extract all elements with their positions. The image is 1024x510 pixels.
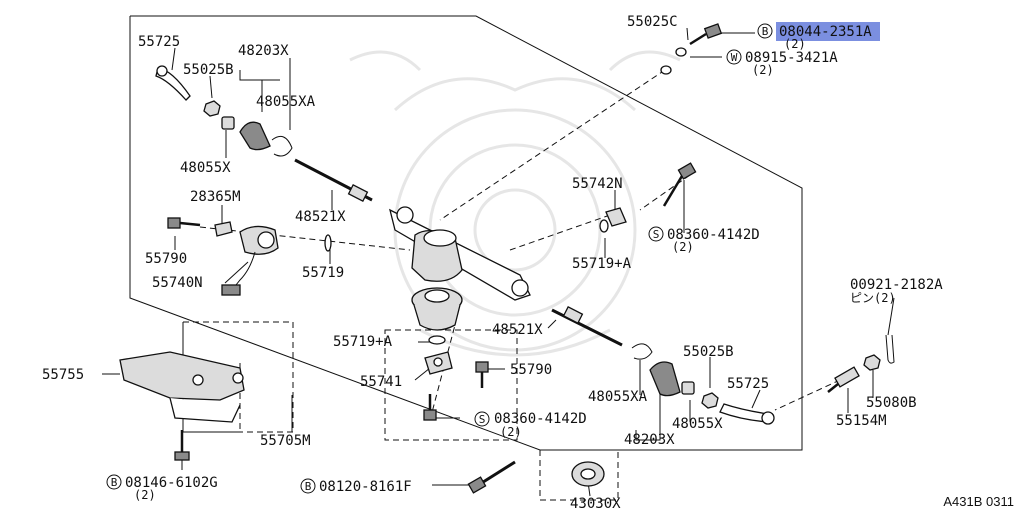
bolt-55790-left <box>167 217 201 229</box>
qty-08915: (2) <box>752 63 774 77</box>
label-48055xa-bottom: 48055XA <box>588 389 648 405</box>
label-55742n: 55742N <box>572 176 623 192</box>
label-55025b-bottom: 55025B <box>683 344 734 360</box>
actuator-55740n <box>221 225 279 296</box>
label-48055x-top: 48055X <box>180 160 231 176</box>
label-08120: 08120-8161F <box>319 479 412 495</box>
bracket-55742n <box>599 207 627 233</box>
nut-55025b-top <box>203 100 221 117</box>
bolt-08120 <box>467 460 516 494</box>
label-00921-sub: ピン(2) <box>850 291 896 305</box>
inner-rod-48521x-top <box>294 158 373 202</box>
lower-dashed-leader <box>539 450 619 501</box>
label-48055x-bottom: 48055X <box>672 416 723 432</box>
label-55790-lower: 55790 <box>510 362 552 378</box>
qty-08146: (2) <box>134 488 156 502</box>
bracket-55741 <box>424 335 453 375</box>
label-48203x-top: 48203X <box>238 43 289 59</box>
label-55740n: 55740N <box>152 275 203 291</box>
letter-circles: B W S S B B <box>106 23 773 494</box>
bolt-08044 <box>689 23 723 46</box>
label-08915: 08915-3421A <box>745 50 838 66</box>
svg-text:W: W <box>731 51 738 64</box>
label-08044: 08044-2351A <box>779 24 872 40</box>
washer-55719 <box>324 234 332 252</box>
svg-text:B: B <box>762 25 769 38</box>
label-48521x-top: 48521X <box>295 209 346 225</box>
gear-housing <box>389 206 531 301</box>
label-08360-upper: 08360-4142D <box>667 227 760 243</box>
label-28365m: 28365M <box>190 189 241 205</box>
label-55719a-upper: 55719+A <box>572 256 632 272</box>
cotter-pin-00921 <box>885 334 895 364</box>
label-55790-left: 55790 <box>145 251 187 267</box>
bolt-55790-lower <box>475 361 489 388</box>
mount-43030x <box>571 461 605 487</box>
label-55025c: 55025C <box>627 14 678 30</box>
svg-text:B: B <box>111 476 118 489</box>
pinion-assembly <box>411 287 463 331</box>
label-55025b-top: 55025B <box>183 62 234 78</box>
clip-48055xa-bottom <box>631 343 653 360</box>
label-55080b: 55080B <box>866 395 917 411</box>
label-55705m: 55705M <box>260 433 311 449</box>
label-43030x: 43030X <box>570 496 621 510</box>
assembly-boundary <box>129 15 803 451</box>
label-55719a-lower: 55719+A <box>333 334 393 350</box>
label-00921: 00921-2182A <box>850 277 943 293</box>
highlight-08044 <box>776 22 880 41</box>
tie-rod-end-top <box>155 65 191 101</box>
tie-rod-end-bottom <box>719 403 775 425</box>
washers-55025c-08915 <box>660 47 687 75</box>
label-08360-lower: 08360-4142D <box>494 411 587 427</box>
nut-55080b <box>863 354 881 371</box>
nut-55025b-bottom <box>701 392 719 409</box>
svg-text:B: B <box>305 480 312 493</box>
diagram-reference: A431B 0311 <box>943 494 1014 509</box>
clip-28365m <box>214 221 233 237</box>
label-55725-bottom: 55725 <box>727 376 769 392</box>
label-08146: 08146-6102G <box>125 475 218 491</box>
qty-08360-lower: (2) <box>500 425 522 439</box>
dashed-alignment-lines <box>199 69 841 421</box>
label-48055xa-top: 48055XA <box>256 94 316 110</box>
label-48521x-bottom: 48521X <box>492 322 543 338</box>
svg-text:S: S <box>653 228 660 241</box>
tie-rod-48521x-bottom <box>551 306 623 347</box>
tie-rod-end-55154m <box>827 366 860 393</box>
label-55154m: 55154M <box>836 413 887 429</box>
label-48203x-bottom: 48203X <box>624 432 675 448</box>
label-55741: 55741 <box>360 374 402 390</box>
label-55725-top: 55725 <box>138 34 180 50</box>
bolt-08360-lower <box>423 394 437 421</box>
label-55719: 55719 <box>302 265 344 281</box>
svg-text:S: S <box>479 413 486 426</box>
bolt-08360-upper <box>662 162 697 207</box>
center-group-box <box>384 329 518 441</box>
bolt-08146 <box>174 430 190 461</box>
bracket-55755 <box>119 351 245 423</box>
qty-08360-upper: (2) <box>672 240 694 254</box>
boot-48203x-bottom <box>649 361 695 397</box>
label-55755: 55755 <box>42 367 84 383</box>
clip-48055xa-top <box>271 135 293 157</box>
qty-08044: (2) <box>784 37 806 51</box>
boot-48203x-top <box>221 116 271 151</box>
